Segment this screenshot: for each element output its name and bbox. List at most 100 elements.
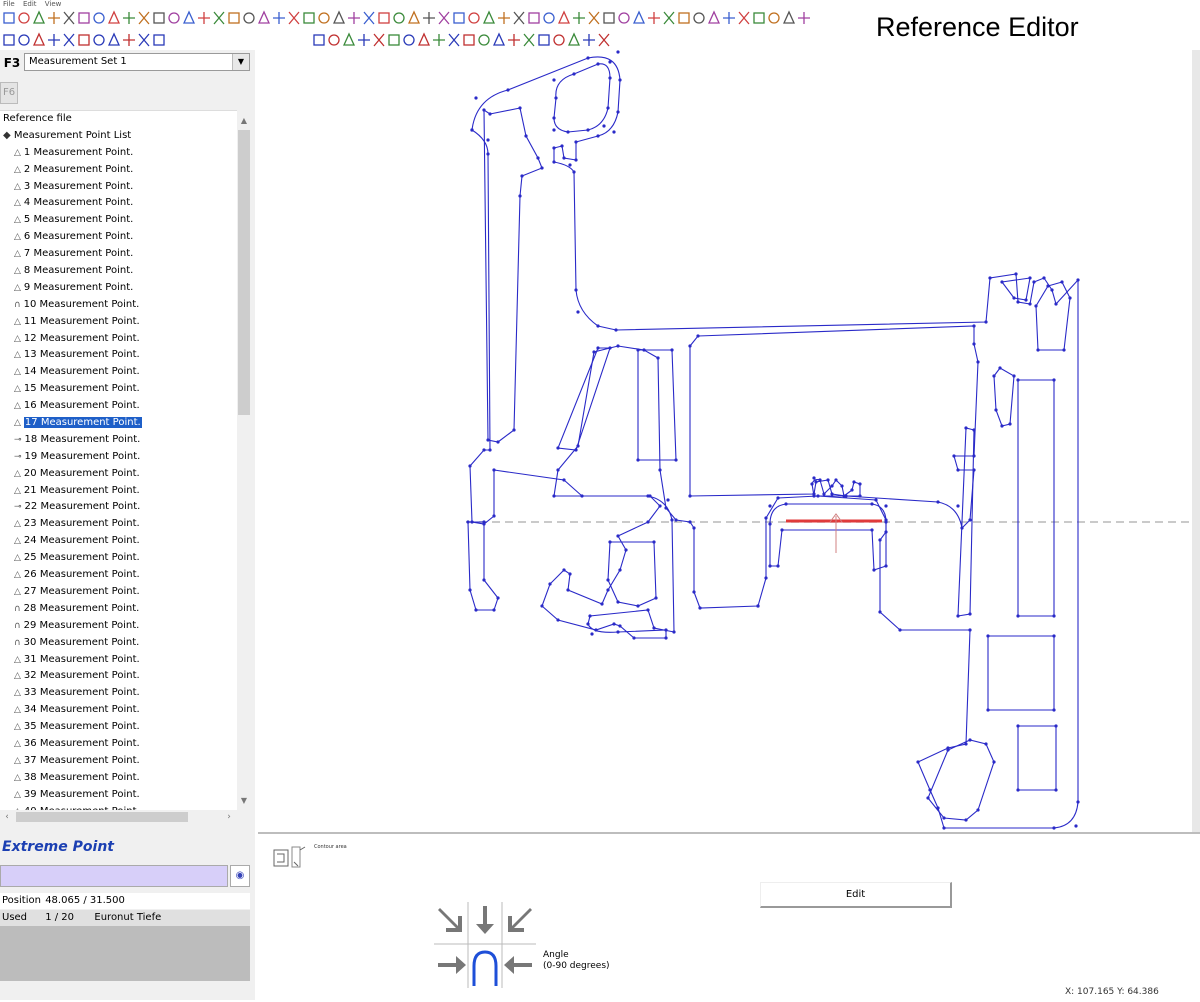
- toolbar-tool-icon[interactable]: [138, 33, 150, 47]
- measurement-point-item[interactable]: △32 Measurement Point.: [0, 668, 237, 685]
- toolbar-tool-icon[interactable]: [348, 12, 360, 24]
- measurement-point-item[interactable]: ⊸18 Measurement Point.: [0, 432, 237, 449]
- toolbar-tool-icon[interactable]: [543, 12, 555, 24]
- measurement-point-item[interactable]: ⊸22 Measurement Point.: [0, 499, 237, 516]
- extreme-point-input[interactable]: [0, 865, 228, 887]
- toolbar-tool-icon[interactable]: [508, 34, 520, 46]
- scroll-right-icon[interactable]: ›: [227, 812, 231, 822]
- toolbar-tool-icon[interactable]: [78, 34, 90, 46]
- toolbar-tool-icon[interactable]: [393, 12, 405, 24]
- toolbar-tool-icon[interactable]: [417, 32, 431, 46]
- toolbar-tool-icon[interactable]: [433, 34, 445, 46]
- arrow-right-icon[interactable]: [438, 956, 466, 974]
- measurement-point-item[interactable]: △14 Measurement Point.: [0, 364, 237, 381]
- toolbar-tool-icon[interactable]: [603, 12, 615, 24]
- toolbar-tool-icon[interactable]: [538, 34, 550, 46]
- arrow-left-icon[interactable]: [504, 956, 532, 974]
- toolbar-tool-icon[interactable]: [63, 33, 75, 47]
- toolbar-tool-icon[interactable]: [588, 11, 600, 25]
- tree-root[interactable]: Reference file: [3, 113, 72, 124]
- toolbar-tool-icon[interactable]: [123, 12, 135, 24]
- measurement-point-item[interactable]: △38 Measurement Point.: [0, 770, 237, 787]
- measurement-point-item[interactable]: △24 Measurement Point.: [0, 533, 237, 550]
- toolbar-tool-icon[interactable]: [313, 34, 325, 46]
- measurement-point-item[interactable]: △16 Measurement Point.: [0, 398, 237, 415]
- profile-drawing[interactable]: [258, 50, 1200, 832]
- measurement-point-item[interactable]: △1 Measurement Point.: [0, 145, 237, 162]
- measurement-set-select[interactable]: Measurement Set 1 ▼: [24, 53, 250, 71]
- toolbar-tool-icon[interactable]: [663, 11, 675, 25]
- toolbar-tool-icon[interactable]: [557, 10, 571, 24]
- toolbar-tool-icon[interactable]: [107, 10, 121, 24]
- toolbar-tool-icon[interactable]: [32, 10, 46, 24]
- measurement-point-item[interactable]: △31 Measurement Point.: [0, 652, 237, 669]
- toolbar-tool-icon[interactable]: [378, 12, 390, 24]
- toolbar-tool-icon[interactable]: [78, 12, 90, 24]
- toolbar-tool-icon[interactable]: [63, 11, 75, 25]
- measurement-point-item[interactable]: △13 Measurement Point.: [0, 347, 237, 364]
- shape-tool-icons[interactable]: [0, 30, 180, 50]
- toolbar-tool-icon[interactable]: [358, 34, 370, 46]
- measurement-point-item[interactable]: ∩10 Measurement Point.: [0, 297, 237, 314]
- toolbar-tool-icon[interactable]: [523, 33, 535, 47]
- measurement-point-item[interactable]: △34 Measurement Point.: [0, 702, 237, 719]
- measurement-point-item[interactable]: △39 Measurement Point.: [0, 787, 237, 804]
- scroll-thumb[interactable]: [238, 130, 250, 415]
- toolbar-tool-icon[interactable]: [388, 34, 400, 46]
- menu-view[interactable]: View: [44, 0, 62, 8]
- toolbar-tool-icon[interactable]: [573, 12, 585, 24]
- measurement-point-item[interactable]: △11 Measurement Point.: [0, 314, 237, 331]
- toolbar-tool-icon[interactable]: [753, 12, 765, 24]
- toolbar-tool-icon[interactable]: [332, 10, 346, 24]
- measurement-point-item[interactable]: △37 Measurement Point.: [0, 753, 237, 770]
- toolbar-tool-icon[interactable]: [93, 12, 105, 24]
- toolbar-tool-icon[interactable]: [168, 12, 180, 24]
- toolbar-tool-icon[interactable]: [373, 33, 385, 47]
- scroll-down-icon[interactable]: ▼: [240, 796, 248, 805]
- measurement-point-item[interactable]: ∩30 Measurement Point.: [0, 635, 237, 652]
- toolbar-tool-icon[interactable]: [798, 12, 810, 24]
- measurement-point-item[interactable]: △7 Measurement Point.: [0, 246, 237, 263]
- toolbar-tool-icon[interactable]: [107, 32, 121, 46]
- pick-point-button[interactable]: ◉: [230, 865, 250, 887]
- toolbar-tool-icon[interactable]: [448, 33, 460, 47]
- toolbar-tool-icon[interactable]: [468, 12, 480, 24]
- toolbar-tool-icon[interactable]: [243, 12, 255, 24]
- toolbar-tool-icon[interactable]: [553, 34, 565, 46]
- toolbar-tool-icon[interactable]: [513, 11, 525, 25]
- toolbar-tool-icon[interactable]: [463, 34, 475, 46]
- menu-file[interactable]: File: [3, 0, 15, 8]
- toolbar-tool-icon[interactable]: [618, 12, 630, 24]
- toolbar-tool-icon[interactable]: [48, 12, 60, 24]
- profile-shape-icon[interactable]: [472, 950, 498, 986]
- tree-list-header[interactable]: ◆ Measurement Point List: [0, 128, 237, 145]
- contour-area-icon[interactable]: [272, 844, 308, 870]
- toolbar-tool-icon[interactable]: [198, 12, 210, 24]
- drawing-canvas[interactable]: [258, 50, 1200, 832]
- f3-key[interactable]: F3: [3, 56, 21, 70]
- scroll-left-icon[interactable]: ‹: [5, 812, 9, 822]
- measurement-point-item[interactable]: ⊸19 Measurement Point.: [0, 449, 237, 466]
- toolbar-tool-icon[interactable]: [123, 34, 135, 46]
- measurement-point-item[interactable]: △8 Measurement Point.: [0, 263, 237, 280]
- toolbar-tool-icon[interactable]: [363, 11, 375, 25]
- measurement-point-item[interactable]: △35 Measurement Point.: [0, 719, 237, 736]
- toolbar-tool-icon[interactable]: [342, 32, 356, 46]
- toolbar-tool-icon[interactable]: [768, 12, 780, 24]
- toolbar-tool-icon[interactable]: [48, 34, 60, 46]
- dimension-tool-icons[interactable]: [310, 30, 630, 50]
- scroll-up-icon[interactable]: ▲: [240, 116, 248, 125]
- measurement-point-item[interactable]: ∩28 Measurement Point.: [0, 601, 237, 618]
- toolbar-tool-icon[interactable]: [407, 10, 421, 24]
- measurement-point-item[interactable]: △25 Measurement Point.: [0, 550, 237, 567]
- measurement-point-item[interactable]: △21 Measurement Point.: [0, 483, 237, 500]
- toolbar-tool-icon[interactable]: [632, 10, 646, 24]
- measurement-point-item[interactable]: △33 Measurement Point.: [0, 685, 237, 702]
- toolbar-tool-icon[interactable]: [182, 10, 196, 24]
- toolbar-tool-icon[interactable]: [453, 12, 465, 24]
- arrow-down-right-icon[interactable]: [438, 908, 462, 932]
- toolbar-tool-icon[interactable]: [528, 12, 540, 24]
- toolbar-tool-icon[interactable]: [723, 12, 735, 24]
- toolbar-tool-icon[interactable]: [707, 10, 721, 24]
- menu-edit[interactable]: Edit: [22, 0, 37, 8]
